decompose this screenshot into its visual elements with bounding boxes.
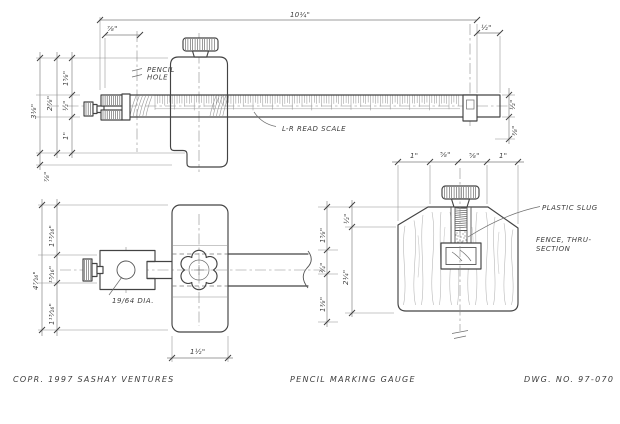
fence-plan (171, 204, 229, 333)
slug-speckle (455, 231, 467, 243)
dim-fence-height: 3⅛" (30, 104, 38, 119)
dim-section-w3: ⅝" (469, 152, 480, 160)
ruler-scale (154, 95, 460, 111)
dim-plan-bottom: 1¹³⁄₁₆" (48, 303, 56, 325)
dim-pencil-offset: ⅞" (107, 25, 118, 33)
fence-section-label-1: FENCE, THRU- (536, 236, 592, 244)
clamp-plan (82, 249, 156, 291)
side-dimensions (36, 17, 515, 170)
fence-section-label-2: SECTION (536, 245, 571, 253)
knob-knurl-section (444, 187, 477, 198)
dim-plan-beam: ¹³⁄₁₆" (48, 266, 56, 283)
centerline-symbol-pencil (131, 68, 143, 78)
dim-plan-right-bottom: 1⅜" (319, 297, 327, 312)
clamp-knurl (85, 96, 121, 119)
star-knob (180, 249, 218, 291)
thread-hatch (455, 207, 467, 229)
dim-body-height: 2¼" (342, 270, 350, 285)
hole-dia-label: 19/64 DIA. (112, 297, 154, 305)
drawing-number: DWG. NO. 97-070 (524, 375, 614, 384)
section-view: 1" ⅝" ⅝" 1" ½" 2¼" PLASTIC SLUG FENCE, T… (342, 151, 598, 339)
dim-plan-top: 1¹³⁄₁₆" (48, 225, 56, 247)
plan-dimensions (38, 199, 428, 362)
title-block: COPR. 1997 SASHAY VENTURES PENCIL MARKIN… (13, 375, 614, 384)
dim-chamfer: ½" (343, 213, 351, 224)
read-scale-leader (253, 111, 277, 127)
dim-fence-thickness: 1½" (190, 348, 205, 356)
pencil-hole-circle (116, 260, 136, 280)
clamp-plan-knurl (84, 260, 92, 280)
dim-section-w2: ⅝" (440, 151, 451, 159)
beam-mortise (440, 242, 482, 270)
dim-section-w1: 1" (410, 152, 418, 160)
hole-dia-leader (108, 276, 123, 296)
dim-notch-height: ⅞" (43, 171, 51, 182)
drawing-title: PENCIL MARKING GAUGE (290, 375, 416, 384)
plastic-slug-leader (467, 206, 541, 238)
centerline-symbol-section (451, 330, 469, 339)
dim-section-w4: 1" (499, 152, 507, 160)
fence-section-outline (397, 206, 519, 312)
clamp-assembly (83, 93, 131, 121)
copyright-text: COPR. 1997 SASHAY VENTURES (13, 375, 175, 384)
beam (119, 94, 501, 118)
thumb-knob-side (182, 37, 219, 58)
knob-knurl-side (185, 39, 215, 50)
pencil-hole-label-2: HOLE (147, 74, 168, 82)
plastic-slug-label: PLASTIC SLUG (542, 204, 598, 212)
dim-fence-to-beam: 2⅞" (46, 96, 54, 111)
beam-grain (129, 95, 230, 117)
plan-view: 4⁷⁄₁₆" 1¹³⁄₁₆" ¹³⁄₁₆" 1¹³⁄₁₆" 1⅝" ¾" 1⅜"… (32, 199, 428, 362)
dim-beam-thickness: ½" (62, 100, 70, 111)
scale-pin (462, 94, 478, 122)
beam-break (302, 250, 312, 289)
dim-beam-to-notch: 1" (62, 132, 70, 140)
dim-plan-right-beam: ¾" (319, 262, 327, 273)
pencil-hole-label-1: PENCIL (147, 66, 175, 74)
dim-top-to-beam: 1⅝" (62, 71, 70, 86)
dim-plan-overall: 4⁷⁄₁₆" (32, 271, 40, 290)
dim-end-to-pin: ½" (481, 24, 492, 32)
dim-beam-height: ½" (509, 99, 517, 110)
read-scale-label: L-R READ SCALE (282, 125, 346, 133)
dimension-ticks (36, 16, 522, 362)
dim-overall-length: 10¼" (290, 11, 310, 19)
fence-side (169, 56, 229, 168)
dim-plan-right-top: 1⅝" (319, 228, 327, 243)
side-view: 10¼" ⅞" ½" ½" ⅜" 3⅛" 2⅞" 1⅝" ½" 1" ⅞" PE… (30, 11, 519, 182)
dim-pin-below: ⅜" (511, 125, 519, 136)
thumb-knob-section (441, 185, 480, 208)
